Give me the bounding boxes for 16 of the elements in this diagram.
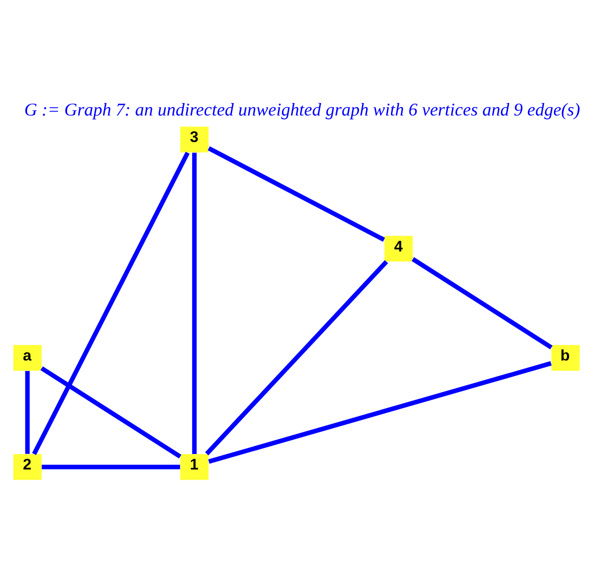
connector — [412, 257, 553, 350]
node-box: 1 — [180, 454, 209, 480]
node-box: 4 — [384, 236, 413, 262]
connector — [32, 152, 190, 455]
connector — [25, 370, 30, 454]
node-box: 3 — [180, 126, 209, 152]
node-box: 2 — [13, 454, 42, 480]
node-box: b — [551, 345, 580, 371]
connector — [192, 152, 197, 454]
connector — [208, 146, 386, 242]
connector — [208, 361, 552, 464]
node-box: a — [13, 345, 42, 371]
connector — [42, 464, 180, 470]
connector — [205, 260, 388, 456]
connector — [40, 366, 182, 459]
diagram-title: G := Graph 7: an undirected unweighted graph with 6 vertices and 9 edge(s) — [24, 99, 580, 120]
